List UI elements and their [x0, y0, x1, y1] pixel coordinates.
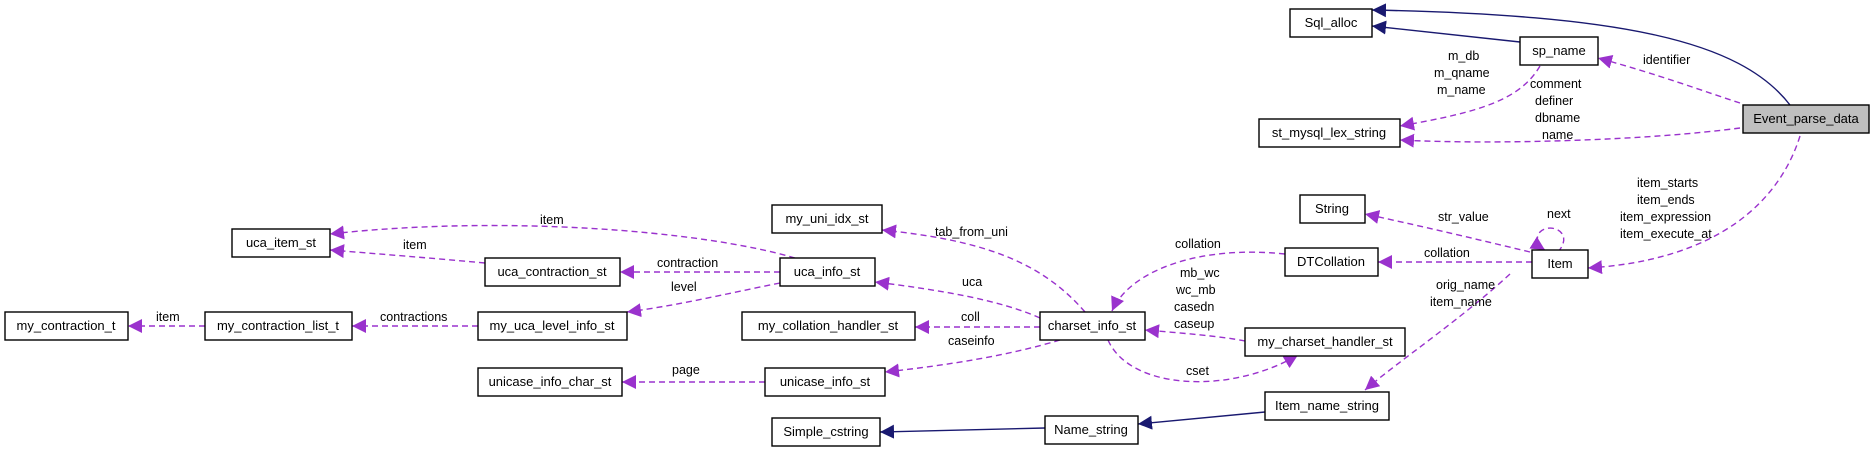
node-uca-info-st-label: uca_info_st: [794, 264, 861, 279]
label-orig-name: orig_name: [1436, 278, 1495, 292]
node-item[interactable]: Item: [1531, 249, 1589, 279]
label-item-starts: item_starts: [1637, 176, 1698, 190]
edge-event-parse-data-to-item: [1587, 135, 1801, 275]
label-uca: uca: [962, 275, 982, 289]
label-m-qname: m_qname: [1434, 66, 1490, 80]
label-tab-from-uni: tab_from_uni: [935, 225, 1008, 239]
label-m-db: m_db: [1448, 49, 1479, 63]
node-event-parse-data[interactable]: Event_parse_data: [1742, 104, 1870, 134]
edge-labels: identifier m_db m_qname m_name comment d…: [156, 49, 1712, 378]
node-simple-cstring-label: Simple_cstring: [783, 424, 868, 439]
edges: [128, 3, 1801, 439]
label-contraction: contraction: [657, 256, 718, 270]
node-my-collation-handler-st[interactable]: my_collation_handler_st: [741, 311, 916, 341]
node-unicase-info-st[interactable]: unicase_info_st: [764, 367, 886, 397]
node-my-contraction-t-label: my_contraction_t: [17, 318, 116, 333]
edge-dtcollation-to-charset-info: [1111, 251, 1286, 312]
node-unicase-info-st-label: unicase_info_st: [780, 374, 871, 389]
label-page: page: [672, 363, 700, 377]
edge-uca-info-to-level-info: [626, 282, 781, 318]
node-uca-item-st[interactable]: uca_item_st: [231, 228, 331, 258]
edge-item-name-string-to-name-string: [1137, 411, 1266, 430]
edge-charset-info-to-charset-handler-cset: [1107, 339, 1299, 383]
edge-charset-info-to-uni-idx: [881, 224, 1086, 313]
node-name-string[interactable]: Name_string: [1044, 415, 1139, 445]
label-casedn: casedn: [1174, 300, 1214, 314]
label-item-expression: item_expression: [1620, 210, 1711, 224]
node-my-uni-idx-st[interactable]: my_uni_idx_st: [771, 204, 883, 234]
node-sp-name[interactable]: sp_name: [1519, 36, 1599, 66]
edge-uca-info-to-uca-item: [329, 224, 796, 259]
label-name: name: [1542, 128, 1573, 142]
label-item-contraction: item: [403, 238, 427, 252]
node-my-charset-handler-st-label: my_charset_handler_st: [1257, 334, 1393, 349]
edge-sp-name-to-sql-alloc: [1371, 20, 1521, 43]
label-m-name: m_name: [1437, 83, 1486, 97]
node-uca-contraction-st[interactable]: uca_contraction_st: [484, 257, 621, 287]
node-unicase-info-char-st-label: unicase_info_char_st: [489, 374, 612, 389]
label-collation-item: collation: [1424, 246, 1470, 260]
node-my-uca-level-info-st-label: my_uca_level_info_st: [489, 318, 614, 333]
node-uca-contraction-st-label: uca_contraction_st: [497, 264, 607, 279]
node-dtcollation-label: DTCollation: [1297, 254, 1365, 269]
edge-event-parse-data-to-sql-alloc: [1371, 3, 1791, 106]
label-caseinfo: caseinfo: [948, 334, 995, 348]
label-wc-mb: wc_mb: [1175, 283, 1216, 297]
label-collation-dtc: collation: [1175, 237, 1221, 251]
label-contractions: contractions: [380, 310, 447, 324]
node-string-label: String: [1315, 201, 1349, 216]
label-str-value: str_value: [1438, 210, 1489, 224]
label-cset: cset: [1186, 364, 1209, 378]
edge-item-to-item-name-string: [1364, 273, 1511, 391]
node-item-name-string[interactable]: Item_name_string: [1264, 391, 1390, 421]
node-sp-name-label: sp_name: [1532, 43, 1585, 58]
node-my-charset-handler-st[interactable]: my_charset_handler_st: [1244, 327, 1406, 357]
node-my-contraction-list-t-label: my_contraction_list_t: [217, 318, 339, 333]
edge-charset-info-to-unicase-info: [884, 339, 1061, 378]
edge-sp-name-to-lex-string: [1399, 65, 1541, 131]
node-my-uca-level-info-st[interactable]: my_uca_level_info_st: [477, 311, 628, 341]
node-sql-alloc-label: Sql_alloc: [1305, 15, 1358, 30]
node-uca-info-st[interactable]: uca_info_st: [779, 257, 876, 287]
label-item-execute-at: item_execute_at: [1620, 227, 1712, 241]
label-identifier: identifier: [1643, 53, 1690, 67]
node-dtcollation[interactable]: DTCollation: [1284, 247, 1379, 277]
label-dbname: dbname: [1535, 111, 1580, 125]
label-level: level: [671, 280, 697, 294]
label-caseup: caseup: [1174, 317, 1214, 331]
label-definer: definer: [1535, 94, 1573, 108]
label-item-list: item: [156, 310, 180, 324]
edge-name-string-to-simple-cstring: [879, 424, 1046, 439]
node-st-mysql-lex-string-label: st_mysql_lex_string: [1272, 125, 1386, 140]
label-next: next: [1547, 207, 1571, 221]
node-my-uni-idx-st-label: my_uni_idx_st: [785, 211, 868, 226]
label-comment: comment: [1530, 77, 1582, 91]
nodes: Sql_alloc sp_name Event_parse_data st_my…: [4, 8, 1870, 447]
node-my-contraction-t[interactable]: my_contraction_t: [4, 311, 129, 341]
node-my-collation-handler-st-label: my_collation_handler_st: [758, 318, 899, 333]
label-coll: coll: [961, 310, 980, 324]
node-item-label: Item: [1547, 256, 1572, 271]
node-event-parse-data-label: Event_parse_data: [1753, 111, 1859, 126]
label-item-name: item_name: [1430, 295, 1492, 309]
node-sql-alloc[interactable]: Sql_alloc: [1289, 8, 1373, 38]
edge-charset-handler-to-charset-info: [1144, 324, 1246, 342]
node-uca-item-st-label: uca_item_st: [246, 235, 316, 250]
node-my-contraction-list-t[interactable]: my_contraction_list_t: [204, 311, 353, 341]
node-charset-info-st[interactable]: charset_info_st: [1039, 311, 1146, 341]
edge-item-self-next: [1529, 227, 1565, 253]
node-st-mysql-lex-string[interactable]: st_mysql_lex_string: [1258, 118, 1401, 148]
node-unicase-info-char-st[interactable]: unicase_info_char_st: [477, 367, 623, 397]
node-string[interactable]: String: [1299, 194, 1366, 224]
label-mb-wc: mb_wc: [1180, 266, 1220, 280]
label-item-ends: item_ends: [1637, 193, 1695, 207]
node-name-string-label: Name_string: [1054, 422, 1128, 437]
label-item-uca: item: [540, 213, 564, 227]
node-simple-cstring[interactable]: Simple_cstring: [771, 417, 881, 447]
node-charset-info-st-label: charset_info_st: [1048, 318, 1137, 333]
node-item-name-string-label: Item_name_string: [1275, 398, 1379, 413]
edge-event-parse-data-to-sp-name: [1597, 54, 1741, 104]
